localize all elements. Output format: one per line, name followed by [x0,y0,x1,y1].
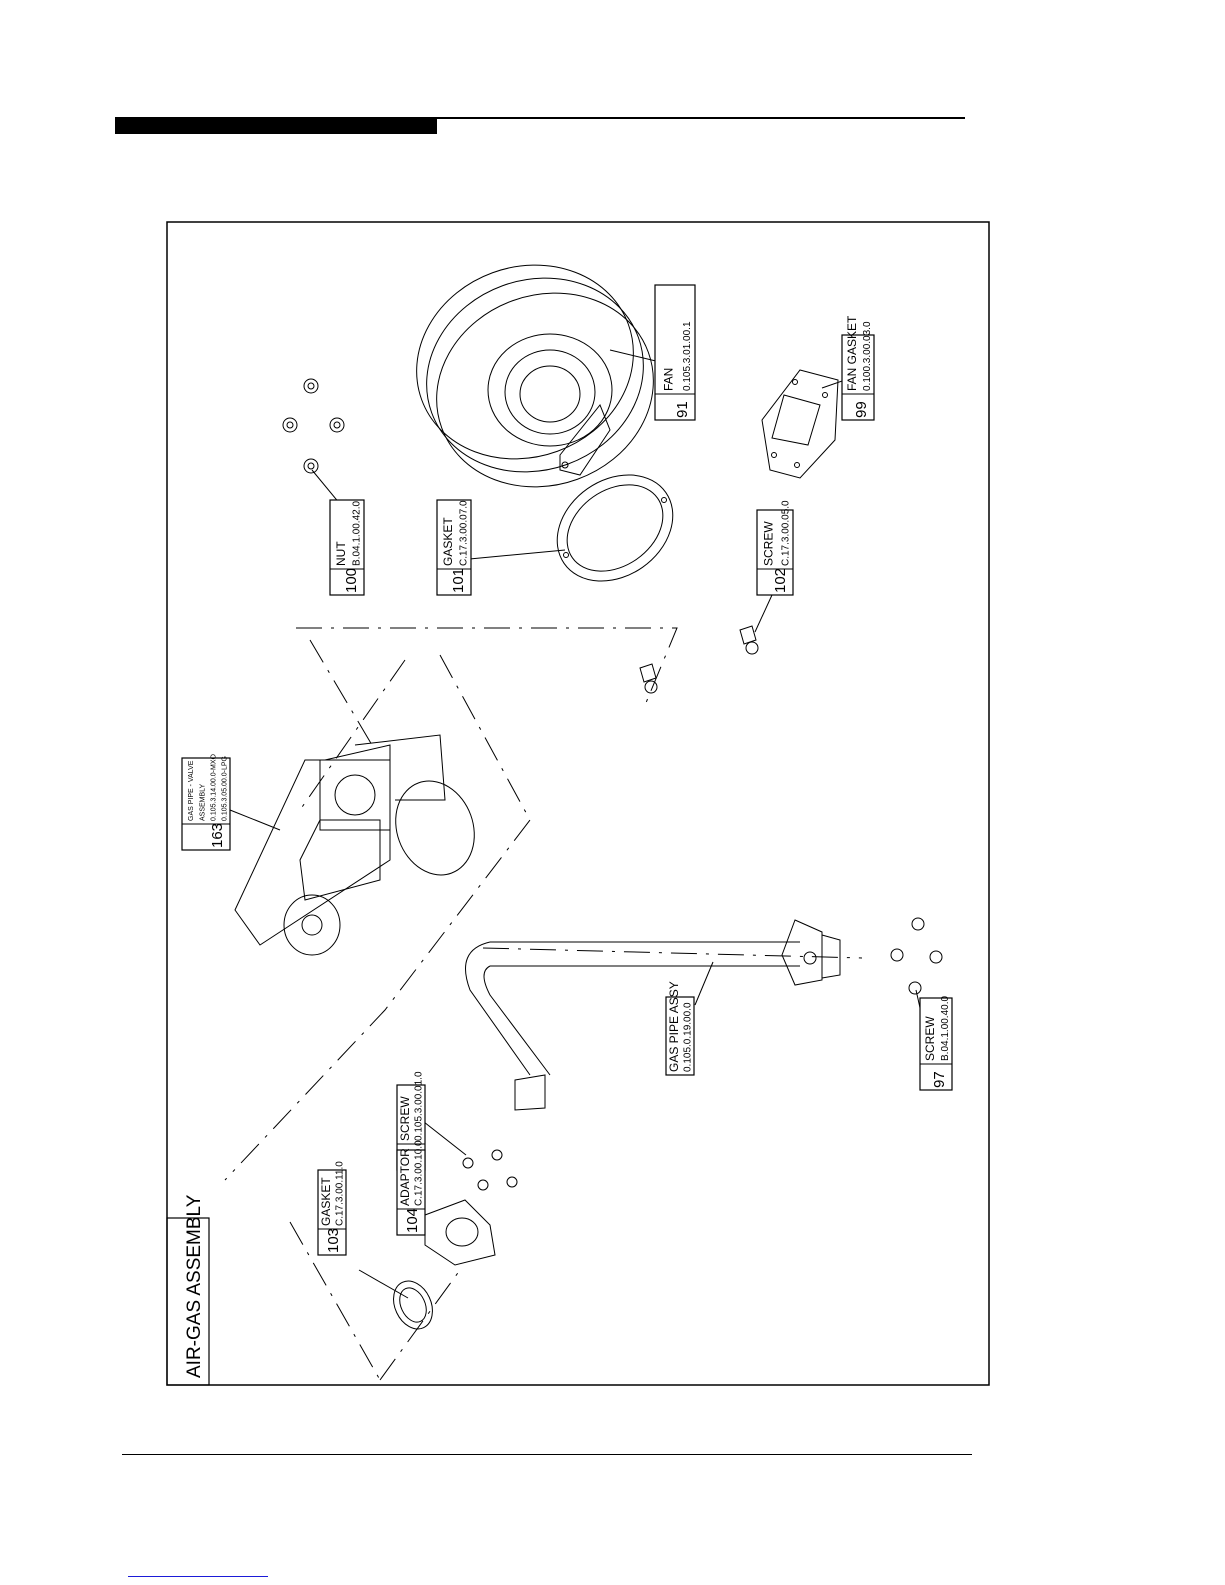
callout-part-code: 0.100.3.00.03.0 [862,321,873,391]
callout-part-code: ASSEMBLY [199,783,206,821]
callout-box [919,997,953,1091]
drawing-title: AIR-GAS ASSEMBLY [184,1194,205,1378]
callout-part-name: NUT [334,541,348,566]
callout-91: 91 FAN 0.105.3.01.00.1 [654,284,696,421]
callout-part-name: GASKET [319,1177,333,1226]
callout-number: 100 [343,568,360,593]
gas-valve-assembly-part [234,734,475,956]
screws-97-part [890,917,943,995]
callout-part-code: C.17.3.00.07.0 [459,500,470,566]
callout-part-name: SCREW [923,1016,937,1061]
callout-part-code: B.04.1.00.40.0 [940,996,951,1061]
callout-part-name: SCREW [762,521,776,566]
callout-box [665,996,695,1076]
callout-100: 100 NUT B.04.1.00.42.0 [329,499,365,596]
callout-box [396,1149,426,1236]
callout-box [756,509,794,596]
callout-number: 104 [404,1208,421,1233]
callout-box [436,499,472,596]
callout-part-code: 0.105.3.01.00.1 [682,321,693,391]
adaptor-screws-gasket-part [393,1149,518,1330]
callout-101: 101 GASKET C.17.3.00.07.0 [436,499,472,596]
svg-text:AIR-GAS ASSEMBLY: AIR-GAS ASSEMBLY [184,1194,205,1378]
gasket-101-part [556,474,674,582]
gas-pipe-part [465,919,841,1111]
callout-part-code: C.17.3.00.10.0 [413,1140,424,1206]
callout-number: 163 [209,823,226,848]
callout-part-code: 0.105.3.05.00.0-LPG [222,756,229,821]
callout-part-code: C.17.3.00.05.0 [780,500,791,566]
callout-part-name: GAS PIPE ASSY [667,981,681,1072]
callout-box [317,1169,347,1256]
callout-part-code: 0.105.0.19.00.0 [682,1002,693,1072]
title-box [166,1217,210,1386]
callout-part-name: ADAPTOR [398,1148,412,1206]
callout-box [841,334,875,421]
callout-number: 101 [450,568,467,593]
callout-part-code: 0.105.3.14.00.0-MXO [210,754,217,821]
callout-number: 99 [853,401,870,418]
nuts-part [282,378,345,474]
assembly-centerlines [224,627,863,1381]
callout-part-name: FAN [661,368,675,391]
callout-box [654,284,696,421]
fan-gasket-part [761,369,839,479]
callout-part-code: 0.105.3.00.01.0 [413,1071,424,1141]
footer-link-underline [128,1576,268,1577]
header-rule-thin [437,117,965,119]
leader-lines [229,349,926,1299]
callout-number: 102 [772,568,789,593]
callout-part-name: SCREW [398,1096,412,1141]
callout-part-name: FAN GASKET [845,315,859,391]
callout-part-code: B.04.1.00.42.0 [352,501,363,566]
callout-box [329,499,365,596]
callout-part-name: GAS PIPE - VALVE [188,760,195,821]
screws-102-part [639,625,759,694]
callout-number: 103 [325,1228,342,1253]
header-rule-thick [115,117,437,134]
footer-rule [122,1454,972,1455]
callout-163: 163 GAS PIPE - VALVE ASSEMBLY 0.105.3.14.00… [181,754,231,851]
callout-number: 91 [674,401,691,418]
callout-part-name: GASKET [441,517,455,566]
drawing-frame [166,221,990,1386]
fan-part [416,264,654,488]
callout-part-code: C.17.3.00.11.0 [334,1161,345,1226]
callout-number: 97 [931,1071,948,1088]
callout-box [181,757,231,851]
callout-102: 102 SCREW C.17.3.00.05.0 [756,500,794,596]
